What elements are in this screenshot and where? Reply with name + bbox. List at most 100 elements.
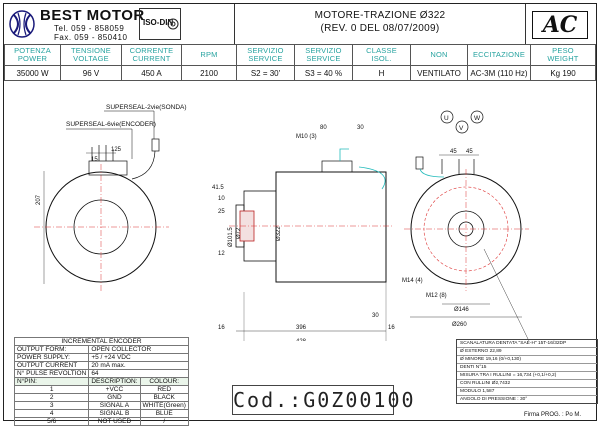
spec-value-cell: 35000 W [4, 65, 61, 81]
fax-number: Fax. 059 - 850410 [54, 33, 128, 42]
title-line-1: MOTORE-TRAZIONE Ø322 [314, 10, 446, 21]
iso-din-box: ISO-DIN [139, 8, 181, 40]
encoder-cell: RED [139, 385, 189, 394]
encoder-cell: SIGNAL A [88, 401, 141, 410]
encoder-cell: 1 [13, 385, 90, 394]
phone-number: Tel. 059 - 858059 [54, 24, 125, 33]
dim-10: 10 [218, 196, 225, 202]
encoder-cell: 64 [88, 369, 189, 378]
encoder-cell: NOT USED [88, 417, 141, 426]
spline-spec-line: MODULO 1,587 [457, 388, 597, 396]
motor-body [275, 171, 387, 283]
spline-spec-line: Ø ESTERNO 22,89 [457, 348, 597, 356]
encoder-cell: GND [88, 393, 141, 402]
encoder-cell: / [139, 417, 189, 426]
encoder-cell: 4 [13, 409, 90, 418]
encoder-cell: +VCC [88, 385, 141, 394]
dim-45-b: 45 [466, 149, 473, 155]
spec-header-label: RPM [200, 50, 218, 59]
spec-header-sublabel: VOLTAGE [73, 54, 109, 63]
dim-m12: M12 (8) [426, 293, 447, 299]
spline-spec-line: MISURA TRA I RULLINI = 16,734 (+0,1/+0,2… [457, 372, 597, 380]
contact-info: Tel. 059 - 858059 Fax. 059 - 850410 [54, 24, 127, 42]
encoder-cell: BLUE [139, 409, 189, 418]
encoder-row: POWER SUPPLY:+5 / +24 VDC [13, 353, 189, 362]
encoder-cell: N°PIN: [13, 377, 90, 386]
encoder-cell: SIGNAL B [88, 409, 141, 418]
spline-spec-line: CON RULLINI Ø2,7432 [457, 380, 597, 388]
encoder-cell: BLACK [139, 393, 189, 402]
company-logo: BEST MOTOR Tel. 059 - 858059 Fax. 059 - … [8, 7, 168, 42]
projection-symbol-icon [167, 18, 179, 30]
uvw-terminals: U V W [440, 110, 484, 134]
dim-80: 80 [320, 125, 327, 131]
spec-header-label: ECCITAZIONE [472, 50, 526, 59]
spec-value-cell: VENTILATO [410, 65, 468, 81]
sonda-connector-label: SUPERSEAL-2vie(SONDA) [106, 104, 187, 111]
encoder-cell: 5/6 [13, 417, 90, 426]
spec-value-cell: Kg 190 [530, 65, 596, 81]
spec-header-label: TENSIONE [71, 46, 111, 55]
spline-spec-line: ANGOLO DI PRESSIONE : 30° [460, 397, 528, 402]
spec-header-label: CORRENTE [129, 46, 174, 55]
spec-header-sublabel: SERVICE [306, 54, 341, 63]
dim-396: 396 [296, 325, 307, 331]
dim-41-5: 41.5 [212, 185, 224, 191]
spec-header-label: CLASSE [366, 46, 397, 55]
spline-spec-line: SCANALATURA DENTATA "SAE-H" 15T-16/32DP [457, 340, 597, 348]
encoder-cell: 2 [13, 393, 90, 402]
dim-m14: M14 (4) [402, 278, 423, 284]
dim-12: 12 [218, 251, 225, 257]
spec-header-cell: ECCITAZIONE [467, 44, 531, 66]
dim-d146: Ø146 [454, 307, 469, 313]
dim-d72: Ø72 [236, 227, 242, 239]
spec-header-sublabel: WEIGHT [547, 54, 579, 63]
ac-badge: AC [532, 11, 588, 39]
dim-m10: M10 (3) [296, 134, 317, 140]
encoder-row: N°PIN:DESCRIPTION:COLOUR: [13, 377, 189, 386]
drawing-title: MOTORE-TRAZIONE Ø322 (REV. 0 DEL 08/07/2… [234, 4, 526, 44]
spec-value-cell: 2100 [181, 65, 237, 81]
title-line-2: (REV. 0 DEL 08/07/2009) [320, 23, 440, 34]
technical-drawing: SUPERSEAL-2vie(SONDA) SUPERSEAL-6vie(ENC… [34, 104, 530, 341]
encoder-connector-label: SUPERSEAL-6vie(ENCODER) [66, 121, 156, 128]
dim-d260: Ø260 [452, 322, 467, 328]
spec-value-cell: 96 V [60, 65, 122, 81]
encoder-cell: OPEN COLLECTOR [88, 345, 189, 354]
spec-header-label: SERVIZIO [305, 46, 342, 55]
spec-header-label: NON [430, 50, 448, 59]
side-view: M10 (3) 80 30 41.5 10 25 12 Ø101.5 Ø72 Ø… [212, 125, 395, 341]
encoder-cell: N° PULSE REVOLTION [13, 369, 90, 378]
spec-header-cell: NON [410, 44, 468, 66]
encoder-cell: 3 [13, 401, 90, 410]
encoder-cell: INCREMENTAL ENCODER [14, 337, 189, 346]
rear-view: U V W 45 45 M14 (4) M12 (8) Ø146 Ø260 [402, 110, 530, 341]
dim-16-left: 16 [218, 325, 225, 331]
spec-header-label: PESO [552, 46, 574, 55]
spec-header-sublabel: ISOL. [371, 54, 392, 63]
dim-16-right: 16 [388, 325, 395, 331]
encoder-cell: OUTPUT CURRENT [13, 361, 90, 370]
encoder-cell: OUTPUT FORM: [13, 345, 90, 354]
spline-spec-line: DENTI N°15 [457, 364, 597, 372]
spec-header-sublabel: POWER [17, 54, 48, 63]
header: BEST MOTOR Tel. 059 - 858059 Fax. 059 - … [4, 4, 595, 45]
spline-spec-line: Ø MINORE 19,16 (0/+0,130) [457, 356, 597, 364]
front-view: SUPERSEAL-2vie(SONDA) SUPERSEAL-6vie(ENC… [34, 104, 187, 291]
encoder-cell: DESCRIPTION: [88, 377, 141, 386]
dim-428: 428 [296, 339, 307, 341]
